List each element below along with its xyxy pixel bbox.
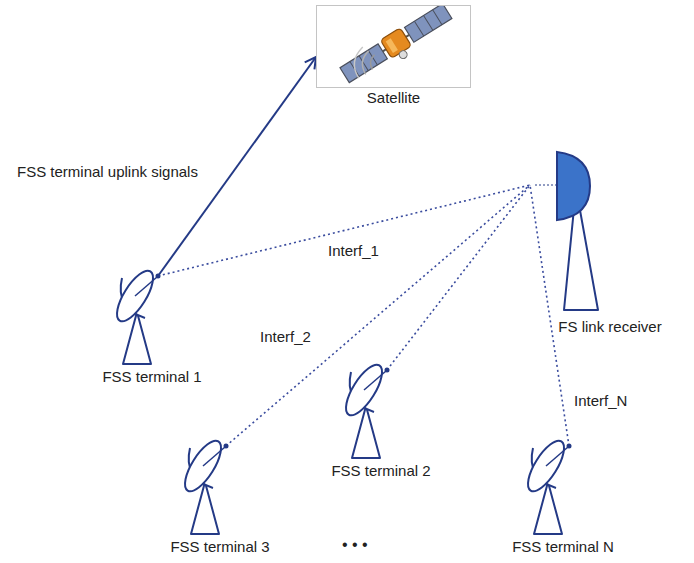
node-label: FSS terminal N	[498, 538, 628, 556]
edge-label: Interf_2	[258, 328, 313, 346]
node-label: FS link receiver	[528, 318, 692, 336]
node-label: FSS terminal 2	[316, 462, 446, 480]
interference-path	[158, 185, 530, 276]
interference-path	[530, 185, 569, 446]
node-label: Satellite	[316, 89, 471, 107]
fss-dish-antenna	[155, 430, 285, 538]
fs-link-receiver: FS link receiver	[528, 148, 692, 336]
satellite: Satellite	[316, 5, 471, 107]
edge-label: FSS terminal uplink signals	[15, 163, 200, 181]
satellite-picture	[316, 5, 471, 88]
fss-dish-antenna	[87, 260, 217, 368]
node-label: FSS terminal 1	[87, 368, 217, 386]
fss-terminal: FSS terminal 3	[155, 430, 285, 556]
edge-label: Interf_N	[572, 392, 629, 410]
fss-terminal: FSS terminal 2	[316, 354, 446, 480]
ellipsis-mark: • • •	[340, 536, 370, 554]
interference-path	[387, 185, 530, 370]
edge-label: Interf_1	[326, 242, 381, 260]
fss-terminal: FSS terminal 1	[87, 260, 217, 386]
fss-dish-antenna	[316, 354, 446, 462]
fss-dish-antenna	[498, 430, 628, 538]
fs-receiver-antenna	[528, 148, 692, 318]
fss-terminal: FSS terminal N	[498, 430, 628, 556]
interference-path	[226, 185, 530, 446]
node-label: FSS terminal 3	[155, 538, 285, 556]
